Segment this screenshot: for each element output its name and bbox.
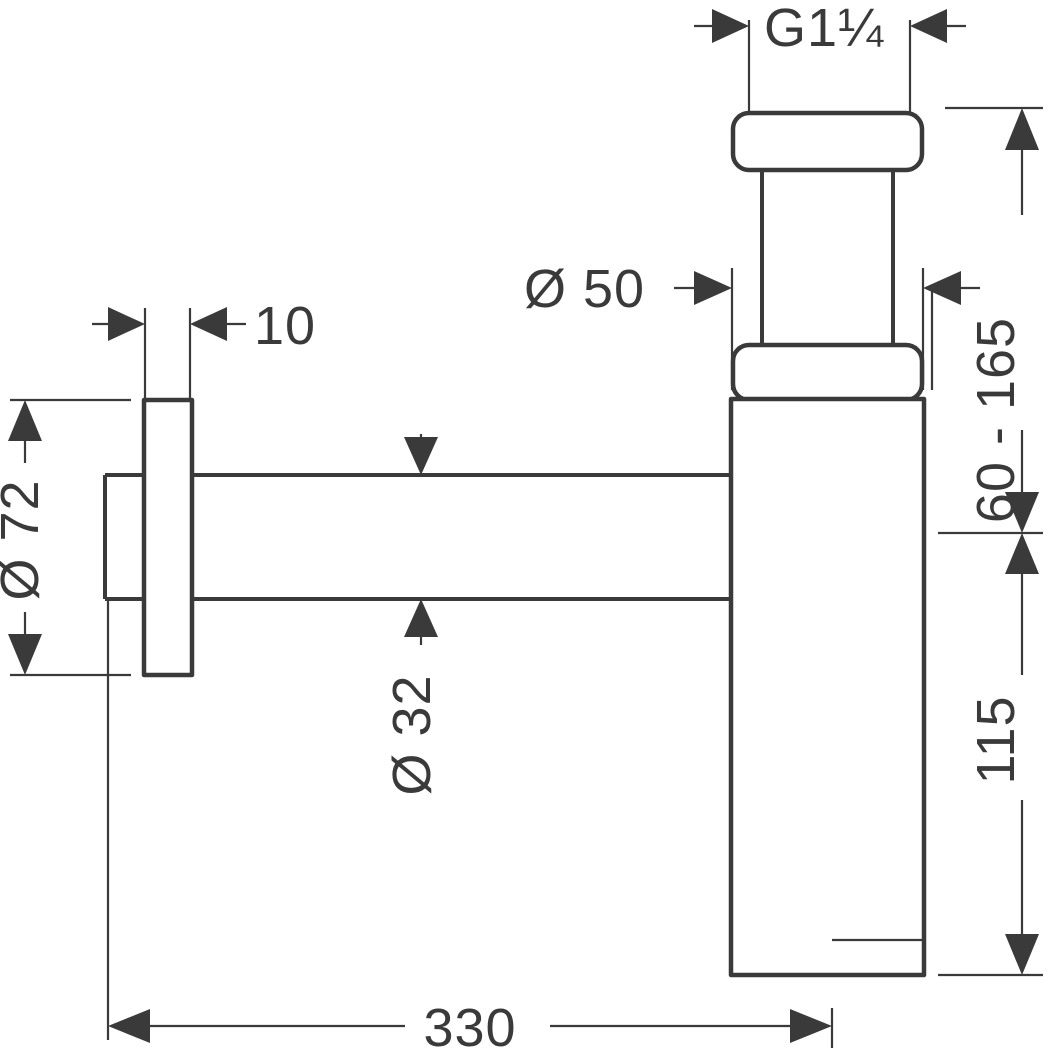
arrowhead-dia72-top <box>8 400 42 441</box>
arrowhead-thread-left <box>712 9 749 43</box>
top-nut-shape <box>730 110 925 173</box>
arrowhead-adjust-top <box>1005 108 1039 150</box>
dim-label-dia32: Ø 32 <box>382 674 442 795</box>
dim-label-dia72: Ø 72 <box>0 479 50 600</box>
dimension-pipe-diameter: Ø 32 <box>382 434 442 796</box>
arrowhead-thread-right <box>910 9 947 43</box>
arrowhead-adjust-bottom <box>1005 492 1039 533</box>
arrowhead-dia50-left <box>694 271 732 305</box>
dimension-flange-diameter: Ø 72 <box>0 398 131 677</box>
arrowhead-dia32-bottom <box>404 599 438 637</box>
dimension-overall-length: 330 <box>106 600 924 1056</box>
dimension-height-adjust: 60 - 165 <box>930 106 1043 535</box>
dim-label-overall-length: 330 <box>423 998 516 1056</box>
arrowhead-115-bottom <box>1005 934 1039 975</box>
dimension-thread-g114: G1¼ <box>694 0 966 113</box>
dim-label-body-height: 115 <box>966 695 1026 784</box>
dim-label-thread: G1¼ <box>764 0 884 58</box>
arrowhead-10-right <box>190 307 227 341</box>
wall-flange-plate <box>141 397 195 678</box>
collar-ring-shape <box>730 342 925 403</box>
main-body-shape <box>728 396 927 978</box>
dimension-flange-thickness: 10 <box>92 296 316 398</box>
dim-label-dia50: Ø 50 <box>524 259 645 319</box>
dim-label-height-adjust: 60 - 165 <box>966 317 1026 523</box>
dim-label-flange-thickness: 10 <box>254 296 316 356</box>
arrowhead-dia32-top <box>404 437 438 475</box>
arrowhead-dia72-bottom <box>8 634 42 675</box>
arrowhead-10-left <box>108 307 145 341</box>
arrowhead-330-right <box>790 1009 832 1043</box>
arrowhead-115-top <box>1005 533 1039 574</box>
dimension-body-diameter: Ø 50 <box>524 259 980 390</box>
arrowhead-330-left <box>108 1009 150 1043</box>
arrowhead-dia50-right <box>923 271 961 305</box>
dimension-body-height: 115 <box>938 533 1043 977</box>
